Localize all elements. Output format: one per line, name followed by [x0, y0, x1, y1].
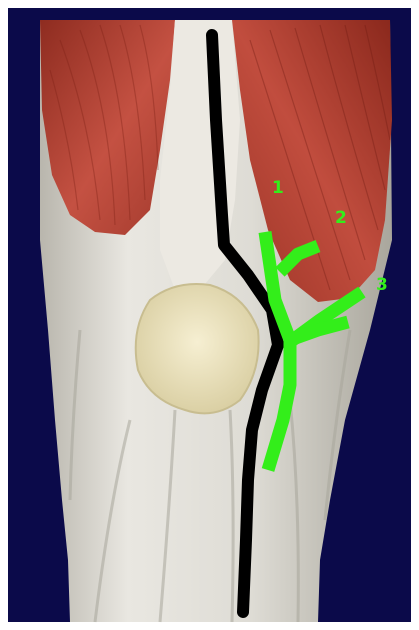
label-2: 2: [335, 208, 347, 228]
patella: [136, 284, 259, 413]
label-1: 1: [272, 178, 284, 198]
label-3: 3: [376, 275, 388, 295]
